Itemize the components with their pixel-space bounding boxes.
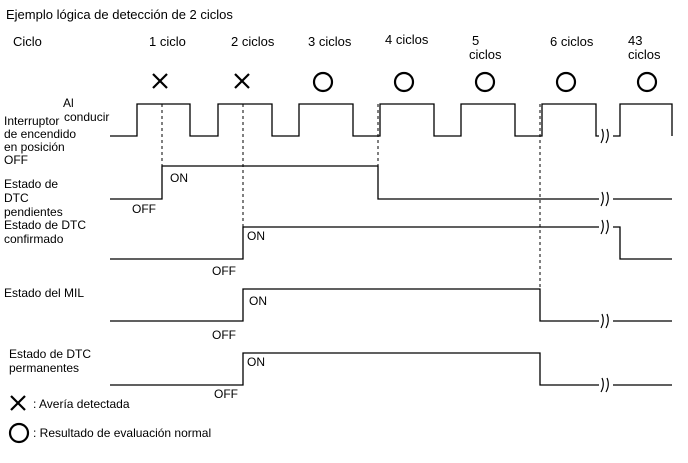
ignition-switch-label: OFF — [4, 153, 28, 167]
mil-waveform — [110, 288, 672, 322]
normal-marker-icon — [474, 71, 496, 93]
ignition-switch-waveform-end — [612, 103, 673, 137]
pending-dtc-label: pendientes — [4, 205, 63, 219]
permanent-dtc-label: permanentes — [9, 361, 79, 375]
cycle-label-6: 6 ciclos — [550, 34, 594, 49]
legend-normal-icon — [8, 422, 30, 444]
cycle-label-3: 3 ciclos — [308, 34, 352, 49]
cycle-header: Ciclo — [13, 34, 42, 49]
legend: : Avería detectada : Resultado de evalua… — [8, 395, 211, 444]
legend-fault-text: : Avería detectada — [33, 397, 130, 411]
diagram-title: Ejemplo lógica de detección de 2 ciclos — [6, 7, 233, 22]
fault-marker-icon — [152, 73, 168, 89]
cycle-label-43-line2: ciclos — [628, 47, 661, 62]
permanent-dtc-label: Estado de DTC — [9, 347, 91, 361]
cycle-label-43-line1: 43 — [628, 33, 642, 48]
legend-fault-icon — [10, 395, 26, 411]
confirmed-dtc-label: confirmado — [4, 232, 64, 246]
cycle-label-2: 2 ciclos — [231, 34, 275, 49]
pending-dtc-label: Estado de — [4, 177, 58, 191]
ignition-on-label: Al — [63, 96, 74, 110]
cycle-label-4: 4 ciclos — [385, 32, 429, 47]
confirmed-on-text: ON — [247, 229, 265, 243]
pending-on-text: ON — [170, 171, 188, 185]
ignition-switch-label: de encendido — [4, 127, 76, 141]
permanent-dtc-waveform — [110, 352, 672, 386]
pending-dtc-waveform — [110, 165, 672, 200]
cycle-label-1: 1 ciclo — [149, 34, 186, 49]
normal-marker-icon — [393, 71, 415, 93]
cycle-label-5-line2: ciclos — [469, 47, 502, 62]
legend-normal-text: : Resultado de evaluación normal — [33, 426, 211, 440]
pending-dtc-label: DTC — [4, 191, 29, 205]
normal-marker-icon — [555, 71, 577, 93]
cycle-guide-lines — [161, 104, 541, 290]
ignition-on-label: conducir — [64, 110, 109, 124]
ignition-switch-label: Interruptor — [4, 114, 59, 128]
ignition-switch-label: en posición — [4, 140, 65, 154]
mil-on-text: ON — [249, 294, 267, 308]
pending-off-text: OFF — [132, 202, 156, 216]
fault-marker-icon — [234, 73, 250, 89]
time-break-marks — [599, 126, 613, 395]
ignition-switch-waveform — [110, 103, 600, 137]
confirmed-dtc-label: Estado de DTC — [4, 218, 86, 232]
mil-label: Estado del MIL — [4, 286, 84, 300]
normal-marker-icon — [636, 71, 658, 93]
normal-marker-icon — [312, 71, 334, 93]
confirmed-off-text: OFF — [212, 264, 236, 278]
permanent-off-text: OFF — [214, 387, 238, 401]
confirmed-dtc-waveform — [110, 226, 672, 260]
cycle-label-5-line1: 5 — [472, 33, 479, 48]
mil-off-text: OFF — [212, 328, 236, 342]
permanent-on-text: ON — [247, 355, 265, 369]
